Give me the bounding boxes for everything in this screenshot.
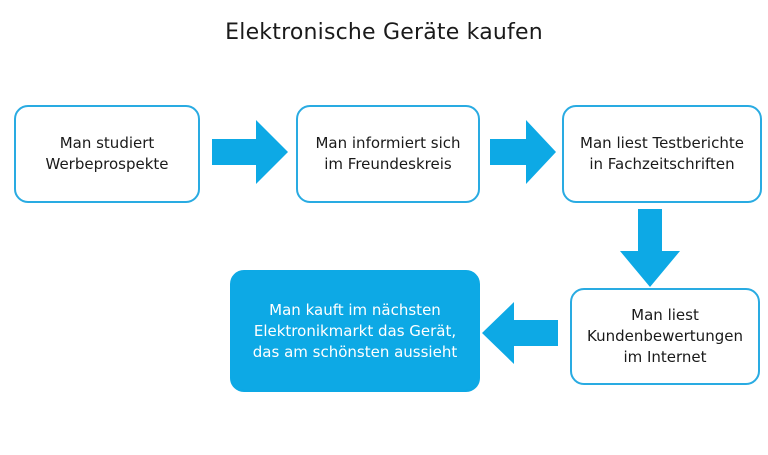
page-title: Elektronische Geräte kaufen — [225, 20, 543, 45]
arrow-left-icon — [482, 300, 558, 366]
flow-node-man-kauft-im-naechsten-elektronikmarkt[interactable]: Man kauft im nächsten Elektronikmarkt da… — [230, 270, 480, 392]
arrow-right-icon — [490, 118, 556, 186]
flow-node-man-informiert-sich-im-freundeskreis[interactable]: Man informiert sich im Freundeskreis — [296, 105, 480, 203]
arrow-right-icon — [212, 118, 288, 186]
arrow-down-icon — [618, 209, 682, 287]
flow-node-man-liest-kundenbewertungen-im-internet[interactable]: Man liest Kundenbewertungen im Internet — [570, 288, 760, 385]
flow-node-man-liest-testberichte-in-fachzeitschriften[interactable]: Man liest Testberichte in Fachzeitschrif… — [562, 105, 762, 203]
flow-node-label: Man liest Testberichte in Fachzeitschrif… — [580, 134, 744, 173]
flow-node-label: Man studiert Werbeprospekte — [45, 134, 169, 173]
flow-node-label: Man kauft im nächsten Elektronikmarkt da… — [252, 300, 458, 361]
flow-node-label: Man liest Kundenbewertungen im Internet — [587, 306, 743, 366]
flow-node-label: Man informiert sich im Freundeskreis — [315, 134, 461, 173]
flow-node-man-studiert-werbeprospekte[interactable]: Man studiert Werbeprospekte — [14, 105, 200, 203]
